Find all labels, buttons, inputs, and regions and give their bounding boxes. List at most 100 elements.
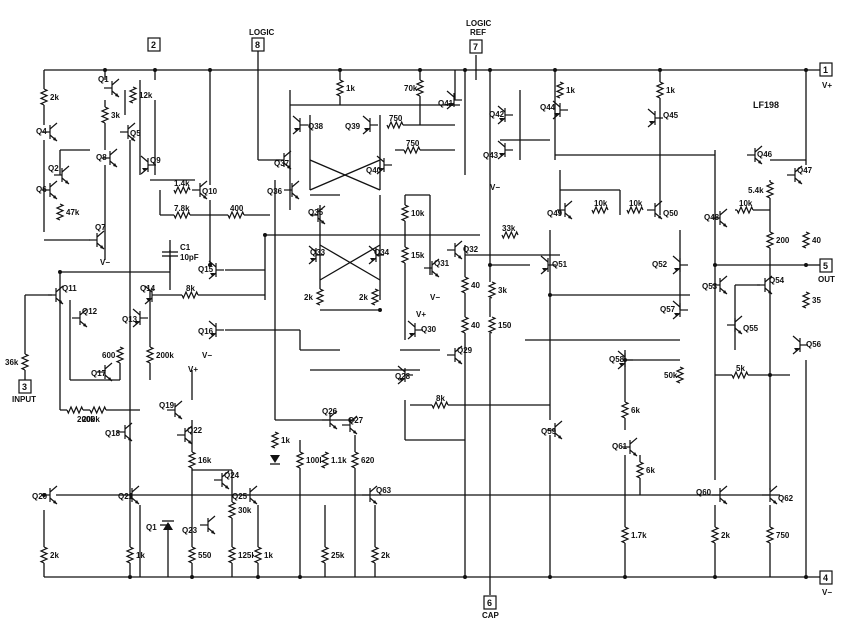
svg-text:LOGIC: LOGIC bbox=[466, 19, 492, 28]
resistor-value: 5k bbox=[736, 364, 745, 373]
resistor-value: 1k bbox=[136, 551, 145, 560]
transistor-label: Q59 bbox=[541, 427, 557, 436]
transistor-label: Q16 bbox=[198, 327, 214, 336]
svg-text:C1: C1 bbox=[180, 243, 191, 252]
transistor-label: Q30 bbox=[421, 325, 437, 334]
transistor-q34: Q34 bbox=[368, 245, 390, 265]
resistor: 35 bbox=[801, 291, 821, 309]
transistor-label: Q40 bbox=[366, 166, 382, 175]
capacitor-c1: C1 10pF bbox=[162, 240, 199, 270]
resistor: 70k bbox=[404, 79, 425, 97]
resistor-value: 1.1k bbox=[331, 456, 347, 465]
transistor-q56: Q56 bbox=[792, 335, 822, 355]
resistor: 200 bbox=[765, 231, 790, 249]
transistor-q35: Q35 bbox=[308, 205, 326, 225]
pin-1: 1 V+ bbox=[819, 62, 833, 90]
transistor-q26: Q26 bbox=[321, 407, 338, 430]
resistor: 10k bbox=[736, 199, 754, 215]
resistor: 2k bbox=[359, 288, 380, 306]
resistor-value: 70k bbox=[404, 84, 418, 93]
resistor: 30k bbox=[227, 501, 252, 519]
transistor-label: Q11 bbox=[62, 284, 77, 293]
transistor-q4: Q4 bbox=[36, 122, 58, 142]
svg-text:7: 7 bbox=[473, 42, 478, 52]
transistor-label: Q10 bbox=[202, 187, 218, 196]
transistor-q25: Q25 bbox=[232, 485, 258, 505]
transistor-q14: Q14 bbox=[140, 284, 161, 305]
transistor-label: Q24 bbox=[224, 471, 240, 480]
resistor: 5.4k bbox=[748, 181, 775, 199]
transistor-q49: Q49 bbox=[547, 200, 573, 220]
transistor-label: Q29 bbox=[457, 346, 473, 355]
resistor-value: 6k bbox=[631, 406, 640, 415]
resistor-value: 5.4k bbox=[748, 186, 764, 195]
resistor: 1.7k bbox=[620, 526, 647, 544]
resistor-value: 550 bbox=[198, 551, 212, 560]
resistor: 6k bbox=[635, 461, 655, 479]
resistor: 47k bbox=[55, 203, 80, 221]
transistor-label: Q19 bbox=[159, 401, 175, 410]
resistor: 600 bbox=[102, 346, 125, 364]
resistor: 2k bbox=[39, 546, 59, 564]
svg-text:10pF: 10pF bbox=[180, 253, 199, 262]
resistor-value: 12k bbox=[139, 91, 153, 100]
transistor-label: Q5 bbox=[130, 129, 141, 138]
pin-6: 6 CAP bbox=[482, 595, 500, 620]
transistor-label: Q8 bbox=[96, 153, 107, 162]
resistor: 1.1k bbox=[320, 451, 347, 469]
resistor-value: 10k bbox=[411, 209, 425, 218]
resistor-value: 3k bbox=[111, 111, 120, 120]
resistor-value: 125k bbox=[238, 551, 256, 560]
transistor-q39: Q39 bbox=[345, 115, 379, 135]
resistor: 16k bbox=[187, 451, 212, 469]
resistor: 2k bbox=[304, 288, 325, 306]
transistor-q19: Q19 bbox=[159, 400, 183, 420]
resistor: 125k bbox=[227, 546, 256, 564]
resistor: 12k bbox=[128, 86, 153, 104]
resistor-value: 6k bbox=[646, 466, 655, 475]
resistor-value: 750 bbox=[389, 114, 403, 123]
resistor: 1k bbox=[125, 546, 145, 564]
transistor-label: Q2 bbox=[48, 164, 59, 173]
transistor-label: Q47 bbox=[797, 166, 813, 175]
resistor: 50k bbox=[664, 366, 685, 384]
resistor: 2k bbox=[710, 526, 730, 544]
transistor-q2: Q2 bbox=[48, 164, 70, 185]
transistor-label: Q28 bbox=[395, 372, 411, 381]
resistor-value: 40 bbox=[471, 321, 480, 330]
transistor-q51: Q51 bbox=[540, 255, 568, 275]
transistor-q16: Q16 bbox=[198, 320, 225, 340]
transistor-label: Q63 bbox=[376, 486, 392, 495]
resistor-value: 33k bbox=[502, 224, 516, 233]
resistor: 10k bbox=[400, 204, 425, 222]
transistor-q8: Q8 bbox=[96, 148, 118, 168]
transistor-q18: Q18 bbox=[105, 422, 133, 442]
transistor-q11: Q11 bbox=[47, 284, 77, 305]
transistor-q13: Q13 bbox=[122, 308, 149, 328]
resistor-value: 2k bbox=[359, 293, 368, 302]
resistor-value: 16k bbox=[198, 456, 212, 465]
transistor-label: Q1 bbox=[98, 75, 109, 84]
resistor-value: 200k bbox=[82, 415, 100, 424]
resistor-value: 200k bbox=[77, 415, 95, 424]
transistor-q58: Q58 bbox=[609, 350, 634, 370]
transistor-q50: Q50 bbox=[646, 200, 679, 220]
transistor-label: Q54 bbox=[769, 276, 785, 285]
transistor-q59: Q59 bbox=[541, 420, 563, 440]
transistor-label: Q22 bbox=[187, 426, 203, 435]
svg-text:V+: V+ bbox=[188, 365, 198, 374]
resistor-value: 200 bbox=[776, 236, 790, 245]
transistor-label: Q13 bbox=[122, 315, 138, 324]
resistor: 200k bbox=[145, 346, 174, 364]
transistor-label: Q41 bbox=[438, 99, 454, 108]
resistor: 400 bbox=[227, 204, 245, 220]
resistor-value: 50k bbox=[664, 371, 678, 380]
resistor: 10k bbox=[591, 199, 609, 215]
svg-text:2: 2 bbox=[151, 40, 156, 50]
resistor: 6k bbox=[620, 401, 640, 419]
transistor-label: Q51 bbox=[552, 260, 568, 269]
resistor-value: 2k bbox=[721, 531, 730, 540]
transistor-label: Q18 bbox=[105, 429, 121, 438]
